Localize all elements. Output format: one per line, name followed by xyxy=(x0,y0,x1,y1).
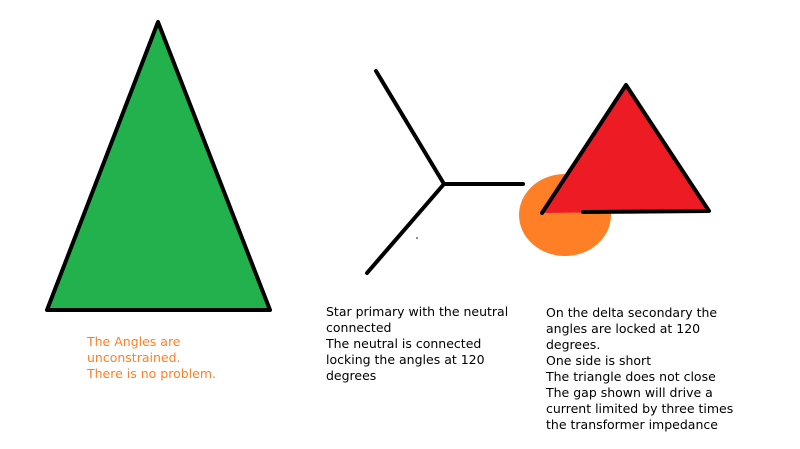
note-line: degrees xyxy=(326,368,377,383)
delta-secondary xyxy=(540,83,711,215)
green-triangle xyxy=(45,20,272,312)
note-unconstrained: The Angles are unconstrained. There is n… xyxy=(87,334,216,382)
note-line: The gap shown will drive a xyxy=(546,385,713,400)
red-triangle-outline xyxy=(540,83,711,215)
note-line: current limited by three times xyxy=(546,401,734,416)
red-triangle-fill xyxy=(542,85,709,213)
note-line: unconstrained. xyxy=(87,350,181,365)
gap-red-mark xyxy=(547,203,581,212)
note-line: On the delta secondary the xyxy=(546,305,718,320)
star-lower-arm xyxy=(365,182,446,275)
note-line: There is no problem. xyxy=(87,366,216,381)
star-primary xyxy=(365,69,525,275)
note-line: One side is short xyxy=(546,353,652,368)
note-line: connected xyxy=(326,320,392,335)
note-line: locking the angles at 120 xyxy=(326,352,485,367)
note-line: The neutral is connected xyxy=(326,336,482,351)
note-delta-secondary: On the delta secondary the angles are lo… xyxy=(546,305,733,433)
note-star-primary: Star primary with the neutral connected … xyxy=(326,304,508,384)
note-line: Star primary with the neutral xyxy=(326,304,509,319)
note-line: angles are locked at 120 xyxy=(546,321,701,336)
star-upper-arm xyxy=(374,69,446,186)
note-line: The Angles are xyxy=(87,334,181,349)
note-line: the transformer impedance xyxy=(546,417,718,432)
note-line: degrees. xyxy=(546,337,601,352)
stray-dot xyxy=(416,237,418,239)
note-line: The triangle does not close xyxy=(546,369,716,384)
